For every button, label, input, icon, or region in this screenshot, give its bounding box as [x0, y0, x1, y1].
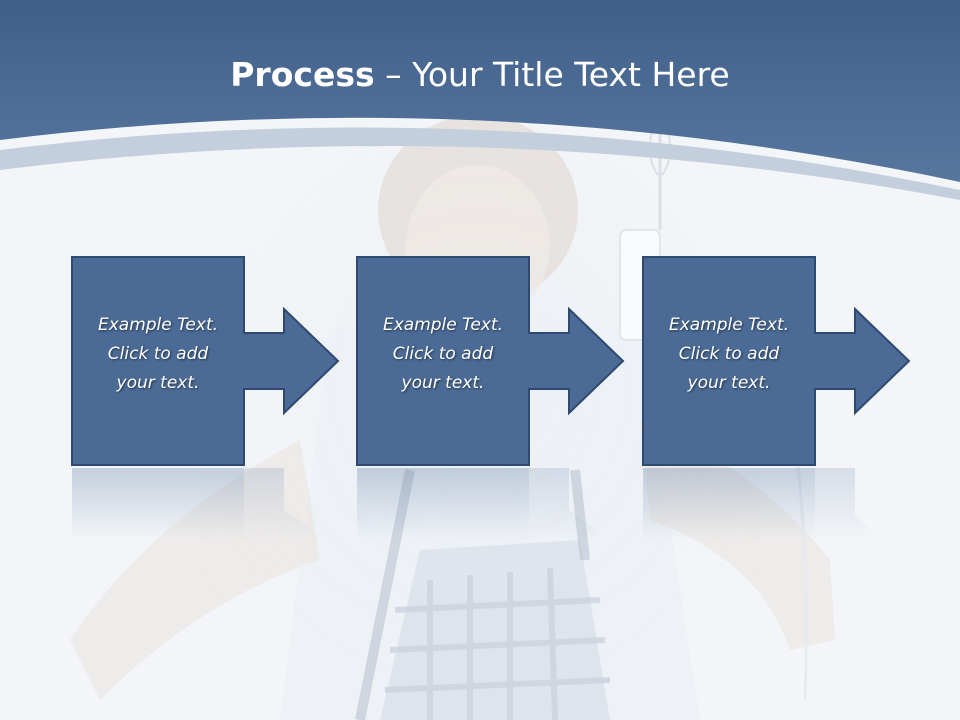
process-step-1-text[interactable]: Example Text. Click to add your text. — [71, 311, 245, 398]
step-text-line: Example Text. — [97, 315, 219, 335]
header-band — [0, 0, 960, 182]
process-step-3-shape — [642, 256, 911, 466]
slide-title[interactable]: Process – Your Title Text Here — [0, 52, 960, 98]
step-text-line: your text. — [401, 373, 485, 393]
process-step-1-shape — [71, 256, 340, 466]
title-bold: Process — [230, 55, 375, 94]
step-text-line: Example Text. — [382, 315, 504, 335]
title-rest: – Your Title Text Here — [374, 55, 730, 94]
process-step-2-text[interactable]: Example Text. Click to add your text. — [356, 311, 530, 398]
step-text-line: your text. — [116, 373, 200, 393]
process-step-3-text[interactable]: Example Text. Click to add your text. — [642, 311, 816, 398]
step-text-line: your text. — [687, 373, 771, 393]
step-text-line: Example Text. — [668, 315, 790, 335]
step-text-line: Click to add — [107, 344, 209, 364]
box-reflections — [72, 468, 880, 540]
step-text-line: Click to add — [678, 344, 780, 364]
process-step-2-shape — [356, 256, 625, 466]
step-text-line: Click to add — [392, 344, 494, 364]
header-swoosh-light — [0, 127, 960, 200]
